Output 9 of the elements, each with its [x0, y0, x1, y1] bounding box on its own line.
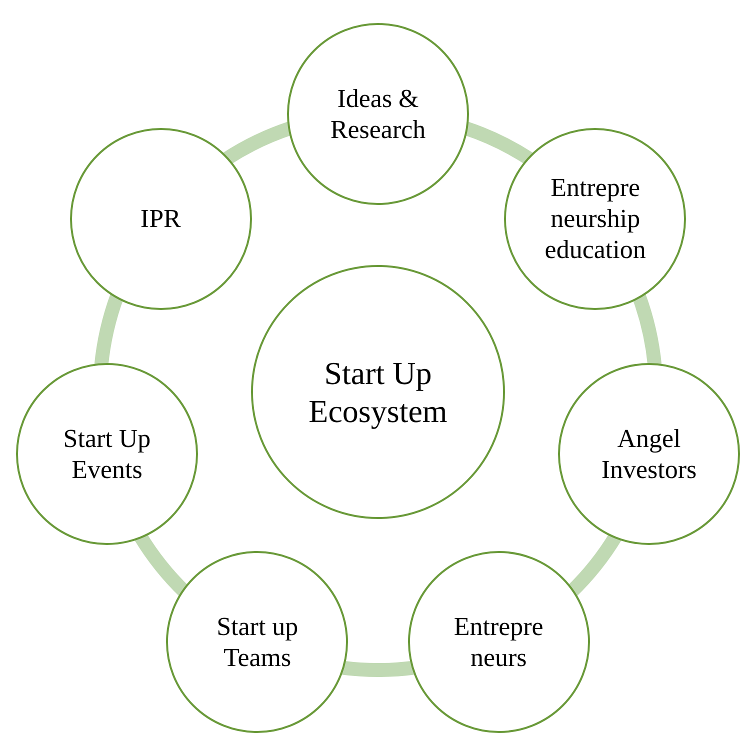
node-label: Start Up Ecosystem [308, 354, 448, 430]
node-label: Ideas & Research [329, 82, 427, 146]
node-label: Angel Investors [600, 422, 698, 486]
node-label: Start up Teams [216, 611, 300, 674]
node-label: Start Up Events [62, 422, 152, 486]
node-label: Entrepre neurship education [544, 172, 647, 266]
ring-connector [341, 660, 415, 677]
node-label: Entrepre neurs [452, 611, 544, 674]
node-label: IPR [140, 203, 181, 234]
